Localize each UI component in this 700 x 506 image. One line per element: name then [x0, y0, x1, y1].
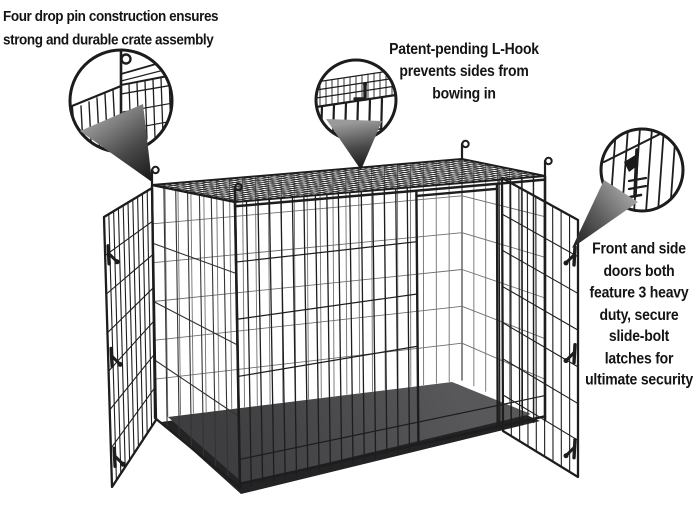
latch-cone: [572, 180, 638, 248]
side-door-open: [102, 186, 158, 489]
drop-pin-callout-text: Four drop pin construction ensures stron…: [3, 7, 219, 48]
corner-drop-pins: [150, 139, 553, 203]
front-door-open: [500, 176, 580, 479]
latch-callout-text: Front and side doors both feature 3 heav…: [585, 239, 693, 389]
crate-leakproof-pan: [161, 382, 540, 494]
crate-front-panel: [233, 174, 547, 490]
callout-cones: [80, 104, 638, 248]
crate-side-panel: [150, 183, 242, 490]
l-hook-callout-text: Patent-pending L-Hook prevents sides fro…: [389, 39, 539, 102]
drop-pin-cone: [80, 104, 152, 182]
l-hook-cone: [326, 119, 382, 170]
